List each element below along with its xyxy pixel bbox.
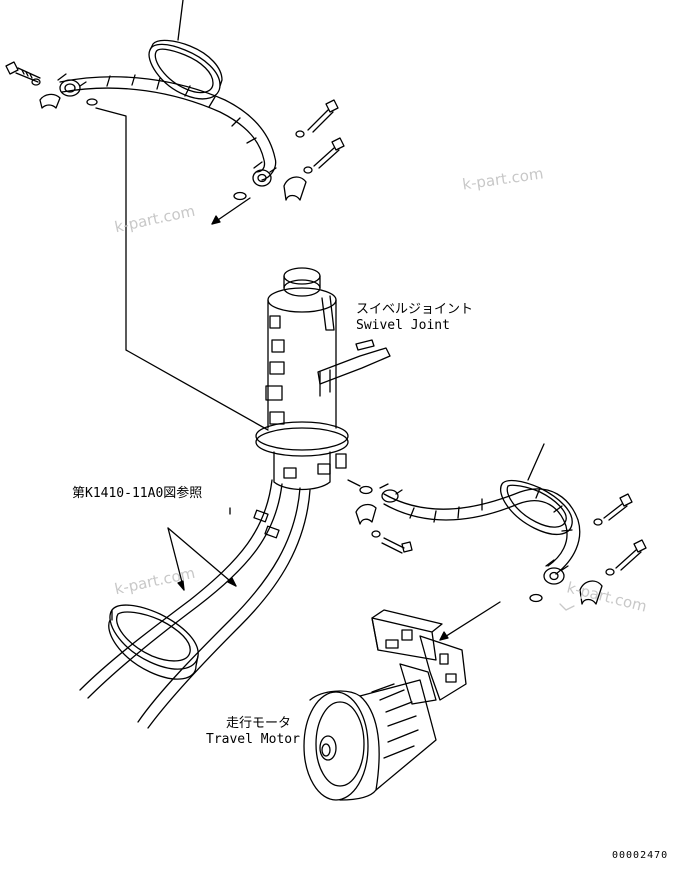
right-hose-assembly: [348, 444, 646, 640]
washer-right-2: [304, 167, 312, 173]
washer-right-lower-2: [606, 569, 614, 575]
split-flange-right-lower: [580, 581, 602, 604]
watermark-decoration: [560, 604, 574, 610]
reference-leaders: [168, 508, 236, 590]
washer-right-lower-1: [594, 519, 602, 525]
label-reference: 第K1410-11A0図参照: [72, 486, 203, 501]
o-ring-left: [87, 99, 97, 105]
hose-clamp-lower: [109, 605, 198, 679]
label-swivel-joint-en: Swivel Joint: [356, 318, 450, 333]
bolt-right-upper-1: [308, 100, 338, 132]
leader-arrow-lower: [440, 602, 500, 640]
o-ring-upper: [234, 193, 246, 200]
washer-left: [32, 79, 40, 85]
washer-right-1: [296, 131, 304, 137]
split-flange-middle: [356, 505, 376, 524]
bolt-right-upper-2: [314, 138, 344, 168]
o-ring-lower: [530, 595, 542, 602]
hose-clamp-upper: [149, 40, 222, 98]
drawing-number: 00002470: [612, 850, 669, 861]
travel-motor: [304, 610, 466, 800]
washer-middle: [372, 531, 380, 537]
bolt-right-lower-1: [604, 494, 632, 520]
flange-fitting-upper-right: [253, 162, 276, 186]
label-travel-motor-jp: 走行モータ: [226, 716, 292, 731]
hose-clamp-right: [501, 481, 573, 535]
bolt-right-lower-2: [616, 540, 646, 570]
upper-hose-assembly: [6, 0, 344, 224]
o-ring-middle: [360, 487, 372, 494]
flange-fitting-upper-left: [58, 74, 86, 96]
label-swivel-joint-jp: スイベルジョイント: [356, 302, 474, 317]
label-travel-motor-en: Travel Motor: [206, 732, 300, 747]
hoses-to-motor: [80, 480, 310, 728]
reference-line: [96, 108, 268, 430]
arrow-head-upper: [212, 216, 220, 224]
split-flange-left: [40, 94, 60, 108]
bolt-left-upper: [6, 62, 40, 82]
split-flange-right: [284, 177, 306, 200]
bolt-middle: [382, 538, 412, 553]
swivel-joint: [256, 268, 390, 490]
flange-fitting-right-bottom: [544, 560, 568, 584]
flange-fitting-right-top: [380, 484, 402, 502]
arrow-head-lower: [440, 632, 448, 640]
